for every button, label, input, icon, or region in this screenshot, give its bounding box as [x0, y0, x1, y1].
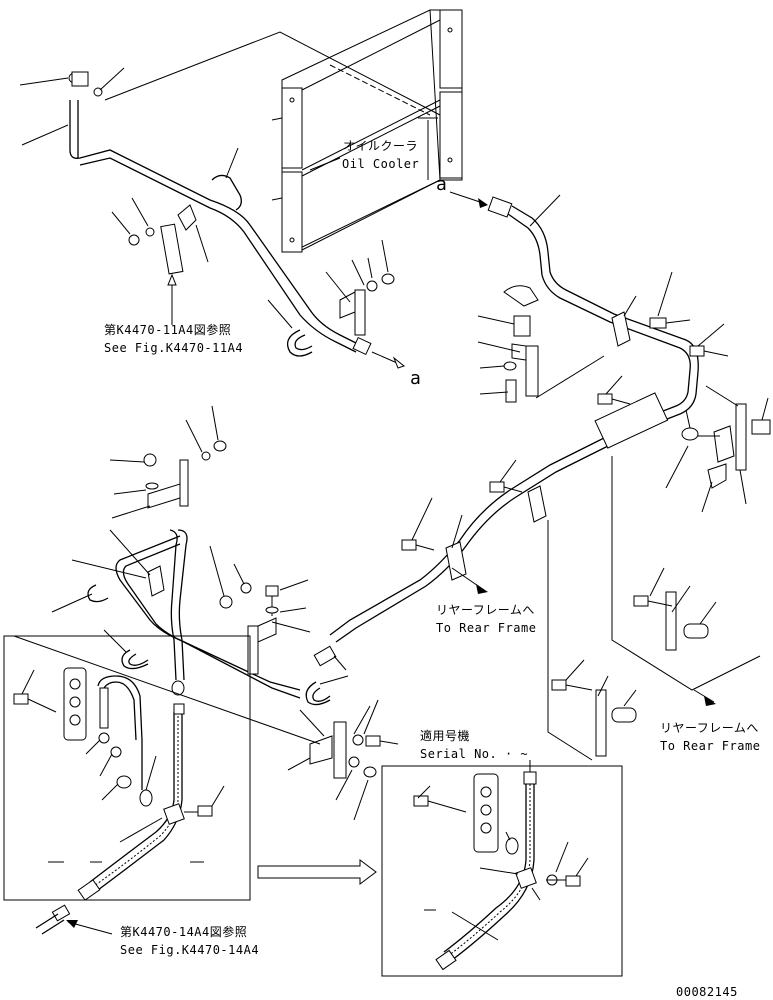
spacer-bracket-group [503, 285, 539, 403]
clamp-middle-top [339, 273, 395, 336]
right-detail-parts [413, 771, 581, 971]
rear-frame-2-jp: リヤーフレームへ [660, 721, 759, 735]
right-main-pipe [313, 196, 699, 667]
detail-box-left [3, 635, 251, 901]
right-pipe-clamps [445, 311, 669, 581]
ref-a-top: a [436, 174, 447, 195]
upper-left-pipe [68, 71, 372, 356]
rear-frame-2-en: To Rear Frame [660, 739, 760, 753]
transition-arrow [257, 859, 377, 885]
oil-cooler-label-jp: オイルクーラ [343, 139, 418, 153]
detail-box-right [381, 765, 623, 977]
left-detail-parts [13, 667, 213, 901]
ref-a-bottom: a [410, 368, 421, 389]
see-fig-11-en: See Fig.K4470-11A4 [104, 341, 243, 355]
see-fig-14-en: See Fig.K4470-14A4 [120, 943, 259, 957]
clamp-left-mid [87, 440, 227, 603]
left-pipe-exit [35, 904, 71, 935]
clamp-bracket-left [128, 204, 197, 275]
serial-label-en: Serial No. · ~ [420, 747, 528, 761]
drawing-number: 00082145 [676, 985, 738, 999]
far-right-bracket [681, 403, 771, 489]
serial-label-jp: 適用号機 [420, 728, 470, 743]
middle-left-pipe [115, 529, 301, 699]
rear-bracket-2 [551, 679, 637, 757]
clamp-bottom-center [309, 721, 399, 779]
clamp-center [219, 582, 279, 675]
oil-cooler-label-en: Oil Cooler [342, 157, 419, 171]
oil-cooler [271, 9, 463, 253]
right-bolts [401, 317, 729, 551]
see-fig-14-jp: 第K4470-14A4図参照 [120, 924, 247, 939]
rear-bracket-1 [633, 591, 709, 651]
see-fig-11-jp: 第K4470-11A4図参照 [104, 322, 231, 337]
rear-frame-1-en: To Rear Frame [436, 621, 536, 635]
rear-frame-1-jp: リヤーフレームへ [436, 603, 535, 617]
